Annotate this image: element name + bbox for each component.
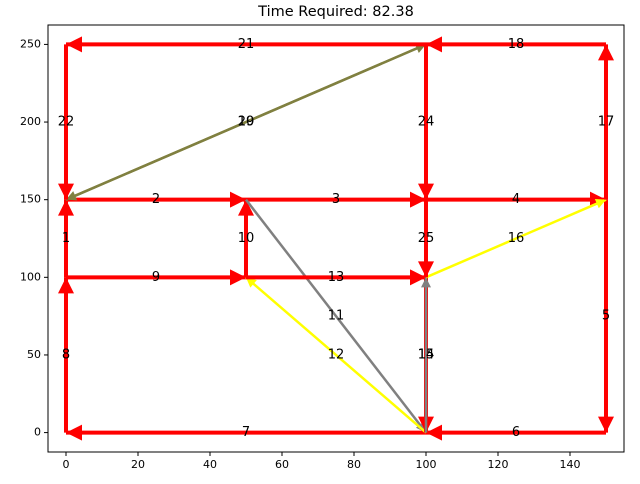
y-tick-label: 150 bbox=[20, 193, 41, 206]
edge-label-24: 24 bbox=[418, 115, 435, 130]
x-tick-label: 140 bbox=[560, 458, 581, 471]
y-tick-label: 0 bbox=[34, 426, 41, 439]
edge-label-4: 4 bbox=[512, 192, 520, 207]
y-tick-label: 50 bbox=[27, 348, 41, 361]
edge-label-6: 6 bbox=[512, 425, 520, 440]
x-tick-label: 80 bbox=[347, 458, 361, 471]
y-tick-label: 200 bbox=[20, 115, 41, 128]
edge-label-10: 10 bbox=[238, 231, 255, 246]
x-tick-label: 60 bbox=[275, 458, 289, 471]
edges-layer bbox=[58, 36, 614, 441]
edge-label-8: 8 bbox=[62, 347, 70, 362]
edge-label-12: 12 bbox=[328, 347, 345, 362]
x-tick-label: 40 bbox=[203, 458, 217, 471]
edge-label-25: 25 bbox=[418, 231, 435, 246]
edge-label-20: 20 bbox=[238, 115, 255, 130]
edge-label-5: 5 bbox=[602, 309, 610, 324]
x-tick-label: 100 bbox=[416, 458, 437, 471]
edge-label-16: 16 bbox=[508, 231, 525, 246]
edge-label-11: 11 bbox=[328, 309, 345, 324]
edge-11 bbox=[245, 198, 427, 434]
edge-label-9: 9 bbox=[152, 270, 160, 285]
y-tick-label: 100 bbox=[20, 270, 41, 283]
edge-label-14: 14 bbox=[418, 347, 435, 362]
edge-label-15: 15 bbox=[418, 347, 435, 362]
edge-12 bbox=[245, 276, 427, 434]
edge-label-22: 22 bbox=[58, 115, 75, 130]
x-tick-label: 120 bbox=[488, 458, 509, 471]
x-tick-label: 20 bbox=[131, 458, 145, 471]
edge-label-3: 3 bbox=[332, 192, 340, 207]
edge-20 bbox=[65, 43, 427, 201]
edge-label-19: 19 bbox=[238, 115, 255, 130]
edge-label-1: 1 bbox=[62, 231, 70, 246]
plot-frame bbox=[47, 24, 625, 453]
edge-label-18: 18 bbox=[508, 37, 525, 52]
y-axis-ticks: 0 50 100 150 200 250 bbox=[20, 37, 48, 439]
edge-16 bbox=[425, 198, 607, 279]
y-tick-label: 250 bbox=[20, 37, 41, 50]
x-axis-ticks: 0 20 40 60 80 100 120 140 bbox=[63, 452, 581, 471]
x-tick-label: 0 bbox=[63, 458, 70, 471]
edge-label-13: 13 bbox=[328, 270, 345, 285]
edge-label-2: 2 bbox=[152, 192, 160, 207]
chart-title: Time Required: 82.38 bbox=[257, 4, 414, 20]
edge-label-17: 17 bbox=[598, 115, 615, 130]
edge-label-21: 21 bbox=[238, 37, 255, 52]
edge-label-7: 7 bbox=[242, 425, 250, 440]
